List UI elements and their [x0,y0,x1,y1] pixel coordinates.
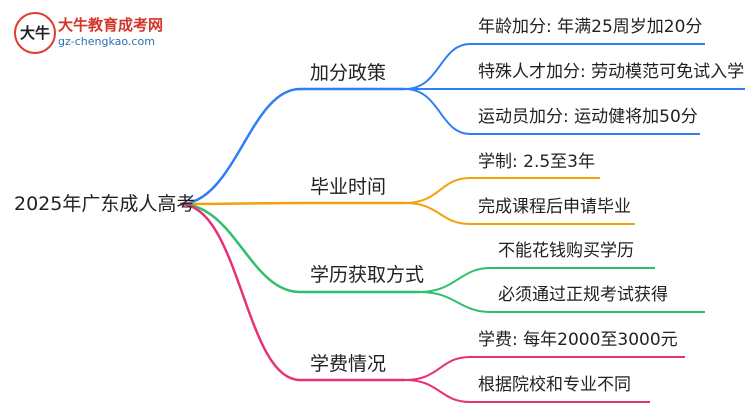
leaf-3-0: 学费: 每年2000至3000元 [478,330,678,350]
logo-mark-text: 大牛 [19,24,50,42]
connectors-branch-1 [179,177,635,225]
site-logo[interactable]: 大牛 大牛教育成考网 gz-chengkao.com [8,8,168,56]
connector-branch-0-to-leaf-0 [404,43,471,90]
logo-title: 大牛教育成考网 [58,16,164,34]
leaf-0-2: 运动员加分: 运动健将加50分 [478,107,698,127]
leaf-3-1: 根据院校和专业不同 [478,375,631,395]
connector-branch-3-to-leaf-1 [404,379,471,403]
logo-mark-icon: 大牛 [14,12,56,54]
connectors-branch-0 [179,43,745,206]
leaf-0-1: 特殊人才加分: 劳动模范可免试入学 [478,62,745,82]
branch-label-1: 毕业时间 [310,176,387,198]
connector-branch-1-to-leaf-1 [404,202,471,225]
leaf-2-0: 不能花钱购买学历 [498,241,634,261]
leaf-2-1: 必须通过正规考试获得 [498,285,668,305]
connector-root-to-branch-0 [179,87,405,206]
leaf-1-1: 完成课程后申请毕业 [478,197,631,217]
connector-branch-2-to-leaf-1 [419,291,491,313]
branch-label-3: 学费情况 [310,353,387,375]
connector-branch-3-to-leaf-0 [404,356,471,381]
connector-root-to-branch-1 [179,201,405,206]
connector-branch-2-to-leaf-0 [419,267,491,293]
connectors-branch-3 [179,202,685,403]
mindmap-root: 2025年广东成人高考 [14,193,196,215]
leaf-1-0: 学制: 2.5至3年 [478,152,595,172]
logo-url[interactable]: gz-chengkao.com [58,35,155,48]
leaf-0-0: 年龄加分: 年满25周岁加20分 [478,17,703,37]
connector-branch-1-to-leaf-0 [404,177,471,204]
branch-label-0: 加分政策 [310,62,387,84]
connector-root-to-branch-3 [179,202,405,382]
connectors-branch-2 [179,202,705,313]
connector-root-to-branch-2 [179,202,420,294]
connector-branch-0-to-leaf-2 [404,88,471,135]
branch-label-2: 学历获取方式 [310,264,425,286]
